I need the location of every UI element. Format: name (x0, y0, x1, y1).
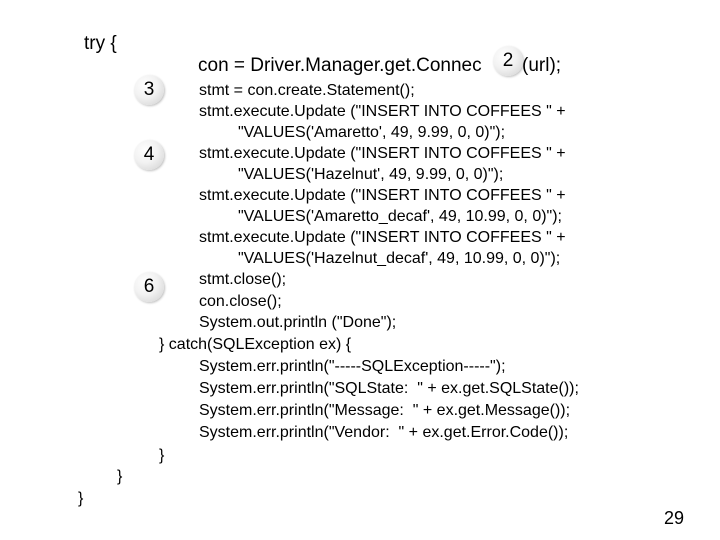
code-line: System.out.println ("Done"); (199, 314, 397, 331)
code-line: "VALUES('Hazelnut', 49, 9.99, 0, 0)"); (238, 166, 504, 183)
code-line: System.err.println("SQLState: " + ex.get… (199, 380, 579, 397)
closing-brace: } (117, 468, 123, 485)
connection-line-start: con = Driver.Manager.get.Connec (198, 55, 482, 76)
closing-brace: } (159, 447, 165, 464)
code-line: con.close(); (199, 293, 282, 310)
code-line: "VALUES('Amaretto', 49, 9.99, 0, 0)"); (238, 124, 506, 141)
connection-line-end: (url); (522, 55, 562, 76)
try-open: try { (84, 33, 117, 54)
step-badge-6: 6 (134, 272, 164, 302)
catch-line: } catch(SQLException ex) { (159, 336, 352, 353)
code-line: stmt.execute.Update ("INSERT INTO COFFEE… (199, 145, 566, 162)
code-line: stmt.execute.Update ("INSERT INTO COFFEE… (199, 229, 566, 246)
code-line: stmt = con.create.Statement(); (199, 82, 415, 99)
code-line: stmt.execute.Update ("INSERT INTO COFFEE… (199, 103, 566, 120)
code-line: "VALUES('Hazelnut_decaf', 49, 10.99, 0, … (238, 250, 561, 267)
code-line: System.err.println("Message: " + ex.get.… (199, 402, 571, 419)
code-line: System.err.println("-----SQLException---… (199, 358, 506, 375)
code-line: "VALUES('Amaretto_decaf', 49, 10.99, 0, … (238, 208, 562, 225)
step-badge-4: 4 (134, 140, 164, 170)
step-badge-3: 3 (134, 75, 164, 105)
code-line: System.err.println("Vendor: " + ex.get.E… (199, 424, 569, 441)
page-number: 29 (664, 508, 685, 528)
code-line: stmt.close(); (199, 271, 287, 288)
closing-brace: } (78, 490, 84, 507)
step-badge-2: 2 (493, 46, 523, 76)
code-line: stmt.execute.Update ("INSERT INTO COFFEE… (199, 187, 566, 204)
